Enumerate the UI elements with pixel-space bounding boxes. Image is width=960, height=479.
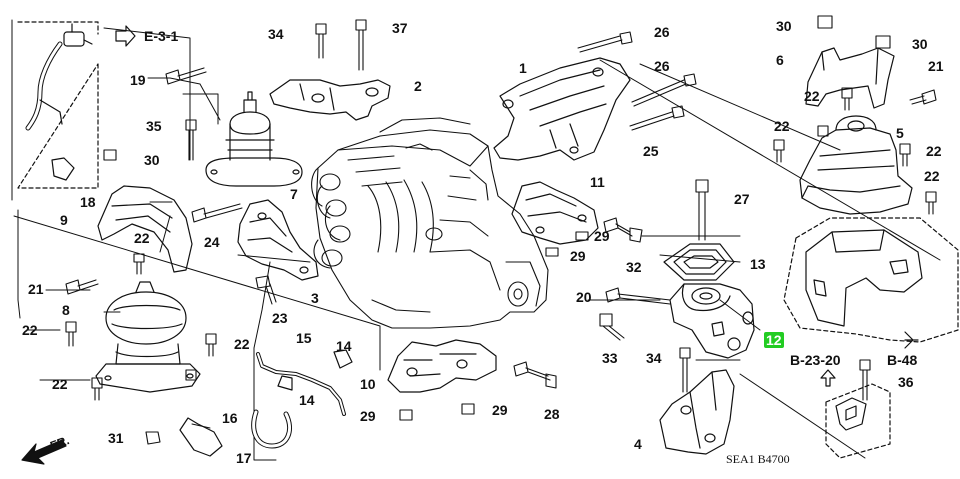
arrow-b2320 — [820, 369, 836, 387]
ref-b48-label[interactable]: B-48 — [887, 352, 918, 368]
part-5-mount — [799, 115, 913, 215]
callout-12-highlighted[interactable]: 12 — [764, 332, 784, 348]
callout-37[interactable]: 37 — [392, 20, 408, 36]
callout-30-left[interactable]: 30 — [144, 152, 160, 168]
inset-harness-box — [17, 21, 99, 189]
arrow-fr — [21, 439, 67, 465]
part-7-mount — [205, 91, 303, 187]
ref-e31-label[interactable]: E-3-1 — [144, 28, 179, 44]
callout-22-f[interactable]: 22 — [774, 118, 790, 134]
callout-24[interactable]: 24 — [204, 234, 220, 250]
callout-29-c[interactable]: 29 — [570, 248, 586, 264]
harness-sketch — [25, 23, 93, 181]
callout-25[interactable]: 25 — [643, 143, 659, 159]
callout-23[interactable]: 23 — [272, 310, 288, 326]
callout-22-a[interactable]: 22 — [134, 230, 150, 246]
callout-8[interactable]: 8 — [62, 302, 70, 318]
part-4-bracket — [659, 369, 735, 455]
part-3-bracket — [237, 199, 319, 281]
callout-17[interactable]: 17 — [236, 450, 252, 466]
part-13-boot — [663, 243, 735, 281]
callout-21-right[interactable]: 21 — [928, 58, 944, 74]
callout-14b[interactable]: 14 — [299, 392, 315, 408]
b48-part — [835, 397, 867, 431]
part-8-mount — [95, 281, 201, 393]
engine-assembly — [311, 117, 549, 329]
callout-26-top[interactable]: 26 — [654, 24, 670, 40]
part-6-bracket — [805, 47, 895, 109]
callout-1[interactable]: 1 — [519, 60, 527, 76]
callout-22-c[interactable]: 22 — [234, 336, 250, 352]
callout-30-right[interactable]: 30 — [912, 36, 928, 52]
part-14-clip — [333, 349, 353, 369]
callout-35[interactable]: 35 — [146, 118, 162, 134]
part-17-clip — [179, 417, 223, 457]
callout-22-b[interactable]: 22 — [22, 322, 38, 338]
callout-27[interactable]: 27 — [734, 191, 750, 207]
callout-19[interactable]: 19 — [130, 72, 146, 88]
callout-34-top[interactable]: 34 — [268, 26, 284, 42]
callout-15[interactable]: 15 — [296, 330, 312, 346]
b48-region — [825, 383, 891, 459]
callout-33[interactable]: 33 — [602, 350, 618, 366]
callout-5[interactable]: 5 — [896, 125, 904, 141]
part-10-bracket — [387, 339, 497, 393]
callout-29-a[interactable]: 29 — [360, 408, 376, 424]
callout-14[interactable]: 14 — [336, 338, 352, 354]
callout-11[interactable]: 11 — [590, 174, 605, 190]
drawing-code: SEA1 B4700 — [726, 452, 790, 466]
callout-2[interactable]: 2 — [414, 78, 422, 94]
part-1-bracket — [493, 57, 631, 161]
frame-part — [805, 229, 923, 327]
callout-10[interactable]: 10 — [360, 376, 376, 392]
callout-22-h[interactable]: 22 — [924, 168, 940, 184]
callout-29-b[interactable]: 29 — [492, 402, 508, 418]
callout-7[interactable]: 7 — [290, 186, 298, 202]
callout-20[interactable]: 20 — [576, 289, 592, 305]
arrow-b48 — [904, 331, 919, 349]
part-16-hose — [251, 409, 292, 449]
leader-lines — [11, 19, 941, 461]
part-15-hose — [256, 352, 346, 416]
callout-22-d[interactable]: 22 — [52, 376, 68, 392]
callout-9[interactable]: 9 — [60, 212, 68, 228]
callout-30-top[interactable]: 30 — [776, 18, 792, 34]
bolts — [65, 15, 937, 445]
frame-region — [783, 217, 959, 343]
callout-28[interactable]: 28 — [544, 406, 560, 422]
part-12-mount — [669, 283, 755, 359]
callout-13[interactable]: 13 — [750, 256, 766, 272]
callout-22-e[interactable]: 22 — [804, 88, 820, 104]
callout-26-mid[interactable]: 26 — [654, 58, 670, 74]
callout-18[interactable]: 18 — [80, 194, 96, 210]
callout-31[interactable]: 31 — [108, 430, 124, 446]
callout-32[interactable]: 32 — [626, 259, 642, 275]
callout-29-d[interactable]: 29 — [594, 228, 610, 244]
part-11-bracket — [511, 181, 599, 245]
part-9-bracket — [97, 185, 193, 273]
callout-6[interactable]: 6 — [776, 52, 784, 68]
callout-22-g[interactable]: 22 — [926, 143, 942, 159]
callout-36[interactable]: 36 — [898, 374, 914, 390]
ref-b2320-label[interactable]: B-23-20 — [790, 352, 841, 368]
callout-16[interactable]: 16 — [222, 410, 238, 426]
arrow-e31 — [115, 25, 136, 47]
callout-3[interactable]: 3 — [311, 290, 319, 306]
part-2-bracket — [269, 79, 391, 121]
callout-21-left[interactable]: 21 — [28, 281, 44, 297]
callout-4[interactable]: 4 — [634, 436, 642, 452]
callout-34-right[interactable]: 34 — [646, 350, 662, 366]
